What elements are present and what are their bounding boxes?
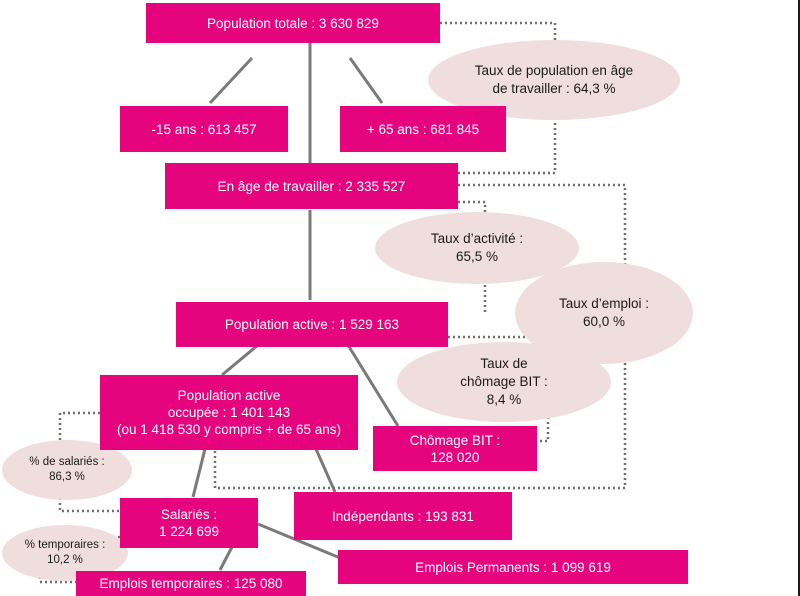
pct-salaries-oval: % de salariés : 86,3 %	[2, 440, 132, 500]
connector-salaries-to-temporaires	[218, 546, 234, 571]
population-active-occupee-box: Population active occupée : 1 401 143 (o…	[100, 375, 358, 450]
taux-activite-label: Taux d’activité : 65,5 %	[430, 231, 524, 264]
right-edge-divider	[798, 0, 800, 596]
population-active-box: Population active : 1 529 163	[176, 302, 448, 347]
dotted-occupee-to-salaries	[58, 411, 120, 513]
connector-occupee-to-salaries	[191, 448, 207, 498]
population-active-occupee-label: Population active occupée : 1 401 143 (o…	[116, 388, 341, 437]
chomage-bit-box: Chômage BIT : 128 020	[373, 426, 537, 471]
connector-active-to-occupee	[221, 343, 259, 377]
age-travailler-box: En âge de travailler : 2 335 527	[165, 163, 458, 209]
moins-15-box: -15 ans : 613 457	[120, 106, 288, 152]
connector-total-to-plus65	[348, 57, 384, 104]
taux-chomage-oval: Taux de chômage BIT : 8,4 %	[397, 342, 611, 422]
plus-65-box: + 65 ans : 681 845	[340, 106, 506, 152]
salaries-box: Salariés : 1 224 699	[120, 498, 258, 548]
plus-65-label: + 65 ans : 681 845	[366, 121, 480, 137]
population-totale-label: Population totale : 3 630 829	[207, 15, 379, 31]
population-active-label: Population active : 1 529 163	[224, 317, 400, 332]
moins-15-label: -15 ans : 613 457	[151, 121, 257, 137]
salaries-label: Salariés : 1 224 699	[158, 507, 220, 539]
connector-active-to-chomage	[346, 344, 400, 427]
independants-box: Indépendants : 193 831	[294, 492, 512, 540]
solid-connectors	[191, 43, 400, 571]
connector-occupee-to-independants	[314, 448, 337, 493]
taux-chomage-label: Taux de chômage BIT : 8,4 %	[460, 356, 548, 407]
taux-activite-oval: Taux d’activité : 65,5 %	[375, 212, 579, 284]
connector-total-to-moins15	[208, 56, 254, 105]
emplois-permanents-label: Emplois Permanents : 1 099 619	[415, 559, 611, 575]
emplois-temporaires-label: Emplois temporaires : 125 080	[99, 576, 283, 591]
pct-salaries-label: % de salariés : 86,3 %	[29, 456, 105, 483]
connector-salaries-to-permanents	[257, 522, 346, 562]
taux-emploi-label: Taux d’emploi : 60,0 %	[558, 296, 650, 329]
emplois-permanents-box: Emplois Permanents : 1 099 619	[338, 550, 688, 584]
chomage-bit-label: Chômage BIT : 128 020	[409, 432, 501, 465]
emplois-temporaires-box: Emplois temporaires : 125 080	[76, 571, 306, 596]
age-travailler-label: En âge de travailler : 2 335 527	[217, 178, 406, 194]
dotted-emploi-loop	[213, 183, 627, 490]
population-totale-box: Population totale : 3 630 829	[146, 3, 440, 43]
taux-population-age-label: Taux de population en âge de travailler …	[474, 63, 634, 96]
pct-temporaires-label: % temporaires : 10,2 %	[24, 539, 106, 566]
independants-label: Indépendants : 193 831	[332, 508, 474, 524]
